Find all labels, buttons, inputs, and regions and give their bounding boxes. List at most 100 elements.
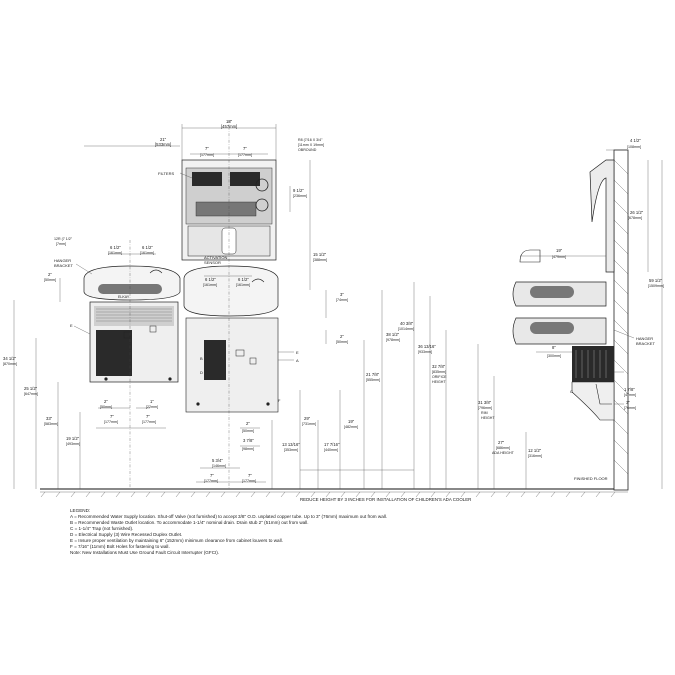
dim-36: 36 13/16" <box>418 344 436 349</box>
dim-612d-mm: [161mm] <box>236 283 250 287</box>
dim-34: 34 1/2" <box>3 356 17 361</box>
dim-29: 29" <box>304 416 311 421</box>
dim-2b-mm: [50mm] <box>336 340 348 344</box>
dimension-lines <box>13 124 663 489</box>
dim-7b: 7" <box>243 146 247 151</box>
dim-3d-mm: [76mm] <box>624 406 636 410</box>
dim-8-mm: [300mm] <box>547 354 561 358</box>
dim-378-mm: [98mm] <box>242 447 254 451</box>
dim-7d-mm: [177mm] <box>142 420 156 424</box>
dim-534: 5 3/4" <box>212 458 223 463</box>
legend-item-a: A = Recommended Water Supply location. S… <box>70 514 387 519</box>
dim-27-mm: [686mm] <box>496 446 510 450</box>
dim-40: 40 3/8" <box>400 321 414 326</box>
dim-612a: 6 1/2" <box>110 245 121 250</box>
dim-21: 21" <box>160 137 167 142</box>
filters-label: FILTERS <box>158 171 174 176</box>
dim-36-mm: [933mm] <box>418 350 432 354</box>
finished-floor-label: FINISHED FLOOR <box>574 476 608 481</box>
dim-9: 9 1/2" <box>293 188 304 193</box>
dim-7f: 7" <box>248 473 252 478</box>
center-lines <box>129 120 230 489</box>
legend-item-d: D = Electrical Supply (3) Wire Recessed … <box>70 532 182 537</box>
dim-2b: 2" <box>340 334 344 339</box>
dim-178-mm: [47mm] <box>624 393 636 397</box>
dim-7a-mm: [177mm] <box>200 153 214 157</box>
dim-33: 33" <box>46 416 53 421</box>
dim-178: 1 7/8" <box>624 387 635 392</box>
dim-2a-mm: [50mm] <box>44 278 56 282</box>
dim-59-mm: [1509mm] <box>648 284 664 288</box>
dim-18: 18" <box>226 119 233 124</box>
marker-c-right: C <box>570 389 573 394</box>
dim-8: 8" <box>552 345 556 350</box>
reduce-height-note: REDUCE HEIGHT BY 3 INCHES FOR INSTALLATI… <box>300 497 471 502</box>
dim-21-mm: [533mm] <box>155 142 171 147</box>
dim-2w-mm: [50mm] <box>100 405 112 409</box>
dim-2wb: 2" <box>246 421 250 426</box>
marker-e: E <box>296 350 299 355</box>
dim-7d: 7" <box>146 414 150 419</box>
brand-logo-left: ELKAY <box>118 295 130 299</box>
dim-21h-mm: [555mm] <box>366 378 380 382</box>
dim-15: 15 1/2" <box>313 252 327 257</box>
dim-40-mm: [1014mm] <box>398 327 414 331</box>
dim-19b-mm: [482mm] <box>344 425 358 429</box>
dim-612b: 6 1/2" <box>142 245 153 250</box>
dim-31-note1: RIM <box>481 411 488 415</box>
dim-31-mm: [796mm] <box>478 406 492 410</box>
dim-18-mm: [457mm] <box>221 124 237 129</box>
dim-25-mm: [647mm] <box>24 392 38 396</box>
dim-15-mm: [388mm] <box>313 258 327 262</box>
dim-2wb-mm: [50mm] <box>242 429 254 433</box>
legend: LEGEND: A = Recommended Water Supply loc… <box>70 508 387 555</box>
hanger-left-2: BRACKET <box>54 263 73 268</box>
legend-item-c: C = 1-1/4" Trap (not furnished). <box>70 526 133 531</box>
dim-12r: 12R (7 1/2" <box>54 237 73 241</box>
dim-19d-mm: [479mm] <box>552 255 566 259</box>
dim-19b: 19" <box>348 419 355 424</box>
legend-title: LEGEND: <box>70 508 90 513</box>
dim-7e-mm: [177mm] <box>204 479 218 483</box>
dim-21h: 21 7/8" <box>366 372 380 377</box>
dim-19d: 19" <box>556 248 563 253</box>
dim-31: 31 3/8" <box>478 400 492 405</box>
dim-1: 1" <box>150 399 154 404</box>
dim-27-note: ADA HEIGHT <box>492 451 515 455</box>
marker-b: B <box>200 356 203 361</box>
center-bottle-filler-front-view: FILTERS ACTIVATION SENSOR ELKAY B D E A … <box>158 159 299 413</box>
legend-item-f: F = 7/16" (11mm) Bolt Holes for fastenin… <box>70 544 170 549</box>
marker-f: F <box>278 398 281 403</box>
dim-29-mm: [731mm] <box>302 422 316 426</box>
left-cooler-front-view: ELKAY E <box>70 265 181 383</box>
dim-612d: 6 1/2" <box>238 277 249 282</box>
dim-33-mm: [583mm] <box>44 422 58 426</box>
dim-59: 59 1/2" <box>649 278 663 283</box>
dim-612c: 6 1/2" <box>205 277 216 282</box>
dim-31-note2: HEIGHT <box>481 416 495 420</box>
right-side-view: C HANGER BRACKET FINISHED FLOOR HANGER B… <box>54 159 655 481</box>
dim-534-mm: [146mm] <box>212 464 226 468</box>
legend-item-b: B = Recommended Waste Outlet location. T… <box>70 520 309 525</box>
hanger-right-2: BRACKET <box>636 341 655 346</box>
dimension-labels: 18" [457mm] 21" [533mm] 7" [177mm] 7" [1… <box>3 119 664 483</box>
dim-12r-mm: [7mm] <box>56 242 66 246</box>
dim-3-mm: [74mm] <box>336 298 348 302</box>
finished-floor <box>40 488 628 498</box>
dim-25: 25 1/2" <box>24 386 38 391</box>
dim-hole: R8 (7/16 X 3/4" <box>298 138 323 142</box>
dim-34-mm: [870mm] <box>3 362 17 366</box>
dim-12: 12 1/2" <box>528 448 542 453</box>
dim-19: 19 1/2" <box>66 436 80 441</box>
dim-2a: 2" <box>48 272 52 277</box>
dim-412: 4 1/2" <box>630 138 641 143</box>
activation-label-2: SENSOR <box>204 260 221 265</box>
dim-7a: 7" <box>205 146 209 151</box>
legend-item-e: E = Insure proper ventilation by maintai… <box>70 538 283 543</box>
dim-7b-mm: [177mm] <box>238 153 252 157</box>
dim-13: 13 13/16" <box>282 442 300 447</box>
dim-7e: 7" <box>210 473 214 478</box>
dim-32-note1: ORIFICE <box>432 375 447 379</box>
dim-612a-mm: [161mm] <box>108 251 122 255</box>
